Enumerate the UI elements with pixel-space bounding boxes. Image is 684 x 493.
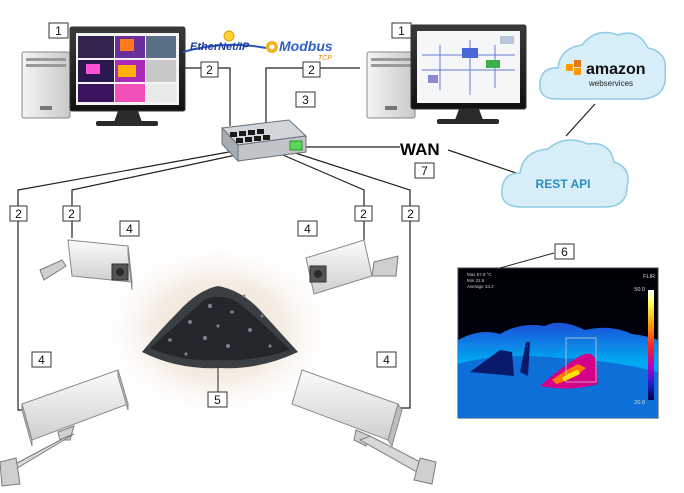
label-wan-link: 7 (421, 164, 428, 178)
modbus-sub: TCP (318, 55, 332, 62)
amazon-sub: webservices (588, 79, 633, 88)
label-camera-left-large: 4 (38, 353, 45, 367)
modbus-logo: Modbus TCP (266, 38, 333, 62)
label-cable-cam-left-inner: 2 (68, 207, 75, 221)
cable-labels-cameras: 2 2 2 2 (9, 205, 420, 222)
modbus-text: Modbus (279, 38, 333, 54)
workstation-left: 1 (21, 22, 186, 126)
rest-api-label: REST API (536, 177, 591, 191)
camera-left-large: 4 (0, 351, 129, 487)
label-cable-left-top: 2 (206, 63, 213, 77)
label-cable-right-top: 2 (308, 63, 315, 77)
label-camera-right-large: 4 (383, 353, 390, 367)
thermal-info-2: Min 22.6 (467, 278, 485, 283)
workstation-right: 1 (366, 22, 527, 124)
cable-labels-top: 2 2 (200, 61, 321, 78)
network-switch: 3 (220, 91, 316, 163)
thermal-info-1: Max 67.6 °C (467, 272, 493, 277)
label-cable-cam-right-inner: 2 (360, 207, 367, 221)
thermal-color-scale (648, 290, 654, 400)
wan-label: WAN (400, 140, 440, 159)
label-camera-left-small: 4 (126, 222, 133, 236)
label-thermal-image: 6 (561, 245, 568, 259)
coal-pile: 5 (96, 238, 340, 422)
aws-cube-icon (566, 60, 581, 75)
camera-right-small: 4 (297, 220, 399, 295)
label-cable-cam-left-outer: 2 (15, 207, 22, 221)
amazon-web-services-cloud: amazon webservices (539, 31, 667, 100)
camera-left-small: 4 (39, 220, 140, 291)
label-workstation-right: 1 (398, 24, 405, 38)
thermal-image: 50.0 20.0 FLIR Max 67.6 °C Min 22.6 Aver… (457, 243, 659, 419)
thermal-info-3: Average 33.2 (467, 284, 494, 289)
ethernet-ip-logo: EtherNet/IP (182, 30, 267, 53)
label-switch: 3 (302, 93, 309, 107)
label-cable-cam-right-outer: 2 (407, 207, 414, 221)
ethernet-ip-text: EtherNet/IP (190, 41, 250, 53)
thermal-brand: FLIR (643, 274, 655, 280)
scale-min: 20.0 (634, 400, 645, 406)
camera-right-large: 4 (291, 351, 437, 485)
amazon-title: amazon (586, 61, 646, 78)
rest-api-cloud: REST API (501, 139, 629, 208)
switch-led (289, 140, 303, 151)
label-box (48, 22, 69, 39)
label-camera-right-small: 4 (304, 222, 311, 236)
scale-max: 50.0 (634, 287, 645, 293)
label-workstation-left: 1 (55, 24, 62, 38)
label-coal-pile: 5 (214, 393, 221, 407)
